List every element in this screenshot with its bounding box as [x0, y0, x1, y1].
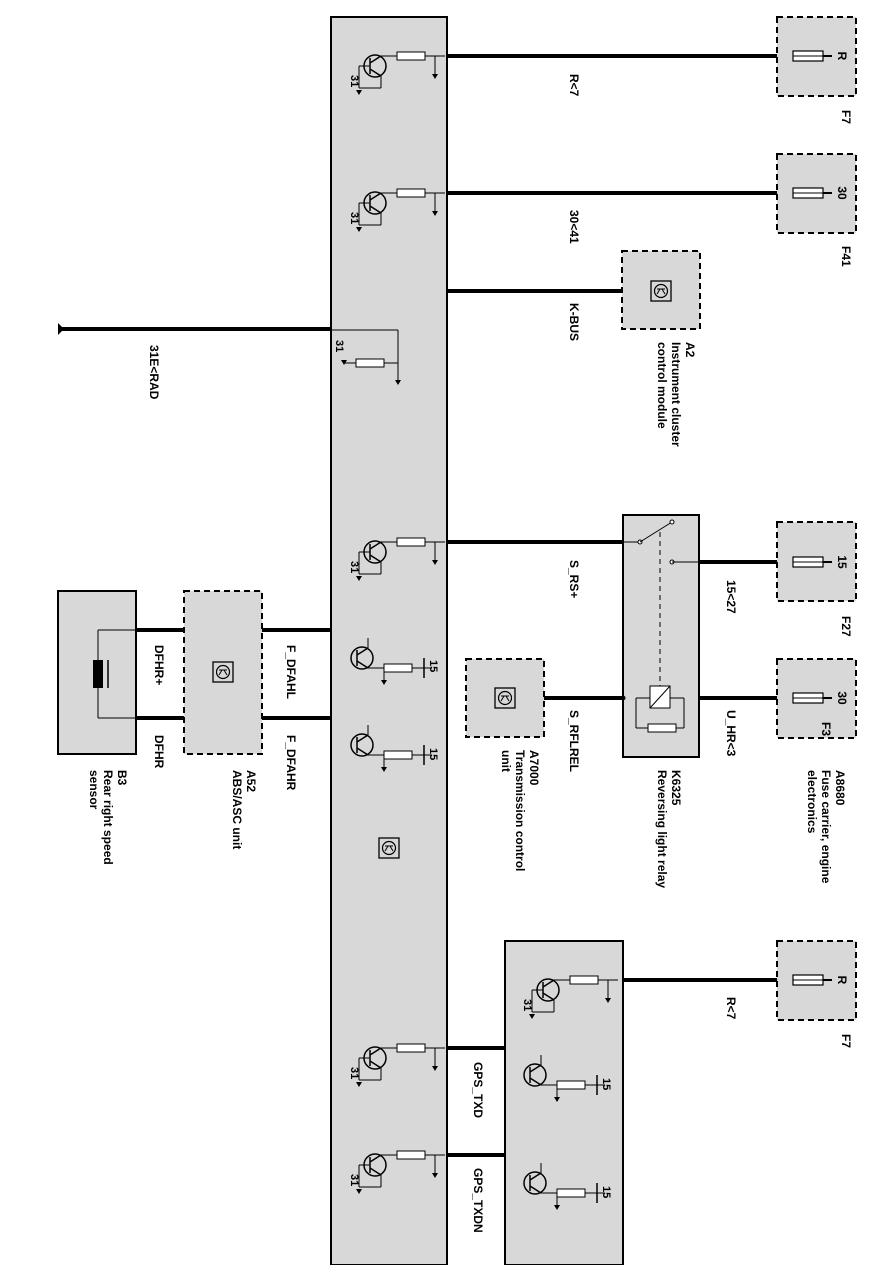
wire-r7-bottom: R<7	[724, 997, 738, 1020]
wire-kbus: K-BUS	[567, 303, 581, 341]
fuse-ref-f27: F27	[839, 616, 853, 637]
wire-s-rflrel: S_RFLREL	[567, 710, 581, 772]
a2-box	[621, 250, 701, 330]
wire-gps-txd: GPS_TXD	[471, 1062, 485, 1118]
a7000-name-2: unit	[499, 750, 513, 772]
wire-gps-txdn: GPS_TXDN	[471, 1168, 485, 1233]
b3-name-2: sensor	[87, 770, 101, 810]
pin-31-2: 31	[348, 212, 360, 224]
fuse-ref-f41: F41	[839, 246, 853, 267]
pin-31-3: 31	[333, 340, 345, 352]
wire-f-dfahr: F_DFAHR	[284, 735, 298, 791]
pin-15-2: 15	[427, 748, 439, 760]
wire-30-41: 30<41	[567, 210, 581, 244]
fuse-pin-f7-bottom: R	[835, 976, 849, 985]
a2-name-2: control module	[655, 342, 669, 429]
pin-15-1: 15	[427, 660, 439, 672]
k6325-ref: K6325	[669, 770, 683, 806]
a52-box	[183, 590, 263, 755]
fuse-pin-f27: 15	[835, 555, 849, 569]
a7000-name-1: Transmission control	[513, 750, 527, 871]
wire-31e-rad: 31E<RAD	[147, 345, 161, 400]
a7000-box	[465, 658, 545, 738]
pin-31-5: 31	[348, 1067, 360, 1079]
a52-name: ABS/ASC unit	[230, 770, 244, 849]
b3-name-1: Rear right speed	[101, 770, 115, 865]
k6325-name: Reversing light relay	[655, 770, 669, 888]
pin-31-1: 31	[348, 75, 360, 87]
wire-s-rs: S_RS+	[567, 560, 581, 598]
wire-dfhr-plus: DFHR+	[152, 645, 166, 685]
pin-15-4: 15	[600, 1186, 612, 1198]
k6325-relay-box	[622, 514, 700, 758]
a8680-ref: A8680	[833, 770, 847, 806]
a8680-name-2: electronics	[805, 770, 819, 834]
fuse-ref-f7-top: F7	[839, 110, 853, 124]
fuse-pin-f7-top: R	[835, 52, 849, 61]
a2-name-1: Instrument cluster	[669, 342, 683, 447]
pin-31-6: 31	[348, 1174, 360, 1186]
main-module	[330, 16, 448, 1265]
wire-u-hr3: U_HR<3	[724, 710, 738, 757]
a52-ref: A52	[244, 770, 258, 792]
fuse-pin-f41: 30	[835, 186, 849, 200]
a8680-name-1: Fuse carrier, engine	[819, 770, 833, 884]
fuse-ref-f7-bottom: F7	[839, 1034, 853, 1048]
a2-ref: A2	[683, 342, 697, 358]
pin-15-3: 15	[600, 1078, 612, 1090]
fuse-pin-f3: 30	[835, 691, 849, 705]
fuse-ref-f3: F3	[819, 722, 833, 736]
wire-15-27: 15<27	[724, 580, 738, 614]
gps-module	[504, 940, 624, 1265]
wire-dfhr: DFHR	[152, 735, 166, 769]
a7000-ref: A7000	[527, 750, 541, 786]
pin-31-4: 31	[348, 561, 360, 573]
wire-r7-top: R<7	[567, 74, 581, 97]
pin-31-7: 31	[521, 999, 533, 1011]
wire-f-dfahl: F_DFAHL	[284, 645, 298, 699]
b3-ref: B3	[115, 770, 129, 786]
